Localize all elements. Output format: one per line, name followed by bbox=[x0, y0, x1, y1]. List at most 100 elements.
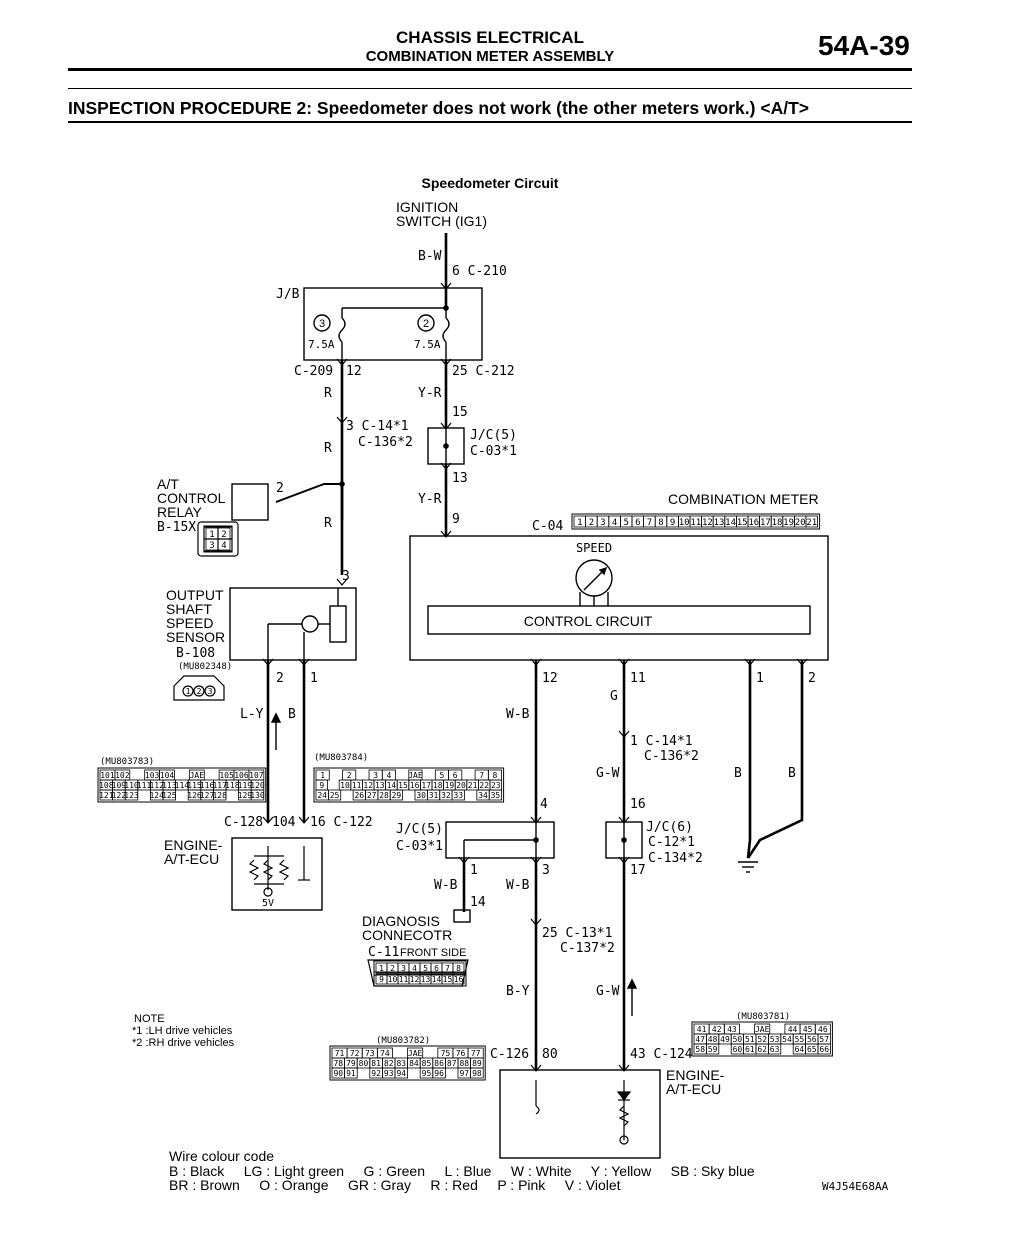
mu803783-grid-pin: 102 bbox=[115, 771, 130, 780]
mu803783-grid-pin: 117 bbox=[212, 781, 227, 790]
pin-4: 4 bbox=[540, 797, 548, 812]
mu803784-grid-pin: 30 bbox=[416, 791, 426, 800]
relay-label-3: RELAY bbox=[157, 504, 203, 520]
mu803783-grid-pin: 127 bbox=[200, 791, 215, 800]
fuse2-circle bbox=[417, 314, 435, 332]
mu803783-grid-pin: 113 bbox=[162, 781, 177, 790]
mu803783-grid-pin: 121 bbox=[99, 791, 114, 800]
connector-mark bbox=[336, 358, 348, 366]
mu803784-grid-outline bbox=[313, 767, 505, 803]
mu803784-grid-pin: 32 bbox=[441, 791, 451, 800]
diag-label-4: FRONT SIDE bbox=[400, 947, 466, 959]
mu803783-grid-pin: 103 bbox=[145, 771, 160, 780]
wire-b-ground1 bbox=[746, 660, 752, 859]
mu803784-grid-pin: 10 bbox=[340, 781, 350, 790]
mu803782-grid-pin: 72 bbox=[350, 1049, 360, 1058]
mu803784-grid-pin: 24 bbox=[317, 791, 327, 800]
connector-mark bbox=[440, 530, 452, 538]
connector-mark bbox=[530, 658, 542, 666]
wire-color-r2: R bbox=[324, 441, 332, 456]
mu803783-grid-cell bbox=[212, 789, 227, 801]
connector-c134: C-134*2 bbox=[648, 851, 703, 866]
pin-12-jb: 12 bbox=[346, 364, 362, 379]
mu803782-grid-pin: 92 bbox=[371, 1069, 381, 1078]
oss-label-3: SPEED bbox=[166, 615, 213, 631]
oss-part-number: (MU802348) bbox=[178, 662, 232, 672]
mu803781-grid-pin: 58 bbox=[695, 1045, 705, 1054]
subsection-title: COMBINATION METER ASSEMBLY bbox=[365, 48, 615, 65]
diag-label-3: C-11 bbox=[368, 945, 399, 960]
relay-pins-pin: 4 bbox=[221, 541, 226, 551]
wire-color-gw1: G-W bbox=[596, 766, 620, 781]
page-number: 54A-39 bbox=[818, 30, 910, 61]
diag-pins-row2-pin: 10 bbox=[388, 975, 398, 984]
c04-pins-pin: 15 bbox=[737, 518, 748, 528]
mu803783-grid-cell bbox=[162, 789, 176, 801]
mu803782-grid-cell bbox=[344, 1067, 358, 1079]
ecu-bottom-box bbox=[499, 1069, 661, 1159]
mu803782-grid-pin: 82 bbox=[384, 1059, 394, 1068]
mu803782-grid-pin: 85 bbox=[422, 1059, 432, 1068]
mu803781-grid-outline bbox=[691, 1021, 833, 1057]
connector-mark bbox=[618, 730, 630, 738]
connector-c13: 25 C-13*1 bbox=[542, 926, 612, 941]
diag-pins-row2-pin: 14 bbox=[432, 975, 442, 984]
mu803783-grid-outline bbox=[97, 767, 267, 803]
connector-c128: C-128 bbox=[224, 815, 263, 830]
mu803783-grid-pin: 110 bbox=[124, 781, 139, 790]
mu803784-grid-pin: 19 bbox=[445, 781, 455, 790]
diag-pins-row1-pin: 1 bbox=[379, 964, 384, 973]
mu803784-grid-cell bbox=[451, 789, 465, 801]
mu803784-grid-pin: 18 bbox=[433, 781, 443, 790]
ignition-label-2: SWITCH (IG1) bbox=[396, 213, 487, 229]
connector-mark bbox=[458, 856, 470, 864]
mu803781-grid-pin: 53 bbox=[770, 1035, 780, 1044]
mu803782-part: (MU803782) bbox=[376, 1036, 430, 1046]
ecu-top-label-1: ENGINE- bbox=[164, 837, 223, 853]
connector-mark bbox=[336, 416, 348, 424]
relay-pins-pin: 3 bbox=[209, 541, 214, 551]
jc5-lower-label: J/C(5) bbox=[396, 822, 443, 837]
ecu-top-box bbox=[231, 837, 323, 911]
connector-mark bbox=[440, 282, 452, 290]
mu803784-grid-pin: 1 bbox=[320, 771, 325, 780]
oss-out-pin-1: 1 bbox=[310, 671, 318, 686]
c04-pins-pin: 19 bbox=[783, 518, 794, 528]
diag-tap bbox=[453, 909, 471, 923]
relay-pins-pin: 2 bbox=[221, 530, 226, 540]
jb-label: J/B bbox=[276, 287, 300, 302]
wire-color-wb2: W-B bbox=[434, 878, 458, 893]
c04-pins-pin: 5 bbox=[623, 518, 628, 528]
wire-color-r3: R bbox=[324, 516, 332, 531]
mu803784-grid-pin: 15 bbox=[398, 781, 408, 790]
relay-pins-outline bbox=[203, 525, 233, 553]
diag-pins-row1-pin: 3 bbox=[401, 964, 406, 973]
connector-c122: 16 C-122 bbox=[310, 815, 373, 830]
mu803783-part: (MU803783) bbox=[100, 757, 154, 767]
diag-pins-row2-pin: 13 bbox=[421, 975, 431, 984]
note-title: NOTE bbox=[134, 1013, 165, 1025]
connector-mark bbox=[262, 658, 274, 666]
mu803784-grid-pin: 34 bbox=[478, 791, 488, 800]
jc5-lower-box bbox=[445, 821, 555, 859]
mu803784-grid-pin: 21 bbox=[468, 781, 478, 790]
connector-c136-a: C-136*2 bbox=[358, 435, 413, 450]
mu803781-grid-pin: 45 bbox=[803, 1025, 813, 1034]
mu803784-grid-pin: 17 bbox=[421, 781, 431, 790]
mu803784-grid-cell bbox=[327, 789, 342, 801]
mu803782-grid-pin: 71 bbox=[335, 1049, 345, 1058]
fuse2-amp: 7.5A bbox=[414, 338, 441, 351]
connector-mark bbox=[618, 856, 630, 864]
connector-c12: C-12*1 bbox=[648, 835, 695, 850]
c04-pins-outline bbox=[571, 513, 821, 530]
wire-color-wb3: W-B bbox=[506, 878, 530, 893]
connector-mark bbox=[618, 658, 630, 666]
mu803784-grid-pin: 3 bbox=[373, 771, 378, 780]
diag-pins-row2-pin: 16 bbox=[454, 975, 464, 984]
mu803782-grid-pin: 88 bbox=[459, 1059, 469, 1068]
mu803784-grid-pin: 28 bbox=[379, 791, 389, 800]
